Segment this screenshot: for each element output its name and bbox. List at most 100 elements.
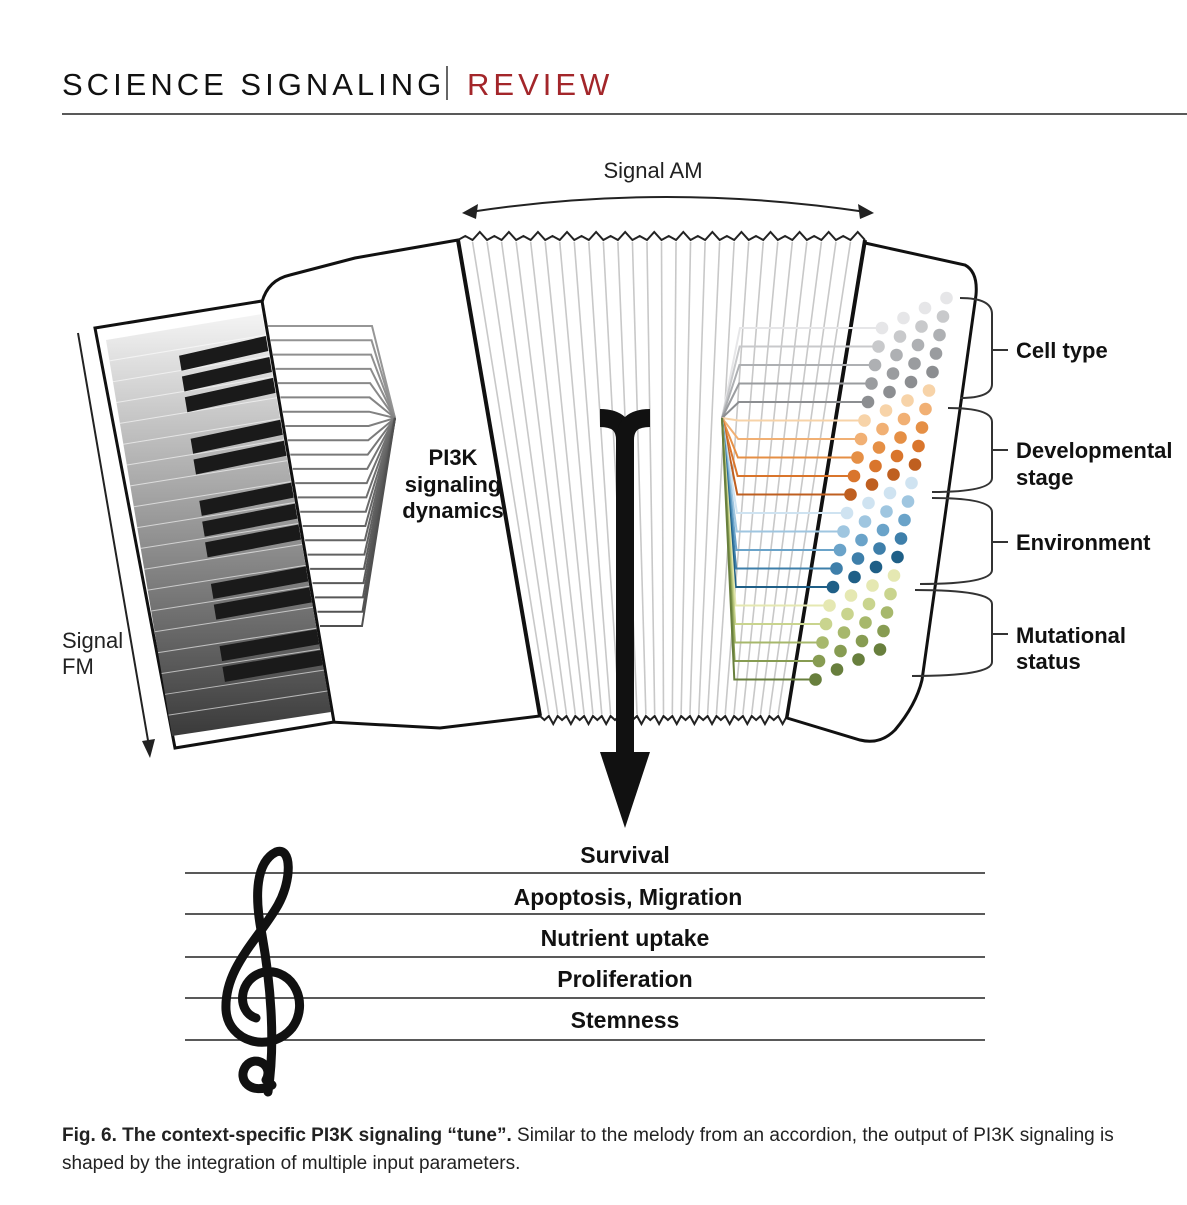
keyboard-signal-line [297, 417, 396, 499]
black-key [184, 377, 276, 413]
input-dot [852, 653, 865, 666]
center-label-line3: dynamics [402, 498, 504, 523]
left-body-outline [260, 238, 542, 730]
input-dot [830, 562, 843, 575]
bellows-top-edge [457, 230, 866, 242]
input-signal-line [721, 327, 876, 419]
center-label-line2: signaling [405, 472, 502, 497]
bellows-fold-line [515, 241, 577, 715]
bellows-fold-line [486, 241, 559, 715]
input-dot [880, 606, 894, 619]
output-survival: Survival [580, 842, 670, 868]
input-dot [859, 616, 872, 629]
input-signal-line [721, 417, 852, 459]
input-dot [844, 488, 857, 501]
bellows-fold-line [742, 241, 794, 715]
input-label-mutational-line1: Mutational [1016, 623, 1126, 648]
input-dot [898, 513, 911, 527]
keyboard-signal-line [272, 353, 396, 419]
input-dot [933, 328, 946, 342]
signal-fm-arrow [77, 332, 151, 753]
input-dot [894, 532, 908, 545]
input-dot [876, 422, 889, 436]
input-dot [837, 626, 851, 639]
output-stemness: Stemness [571, 1007, 680, 1033]
bellows-body [458, 240, 865, 718]
black-key [222, 650, 323, 682]
input-dot [883, 486, 897, 500]
keyboard-signal-line [320, 417, 396, 627]
input-dot [873, 643, 887, 656]
input-signal-line [721, 364, 869, 419]
input-signal-line [721, 401, 862, 419]
input-dot [826, 580, 840, 594]
black-key [179, 335, 269, 371]
white-key-divider [133, 481, 292, 508]
input-dot [865, 377, 878, 390]
input-dot [851, 552, 865, 565]
input-dot [872, 340, 885, 353]
input-dot [855, 634, 869, 648]
input-dot [830, 663, 844, 676]
black-keys [179, 335, 323, 682]
input-label-developmental-line2: stage [1016, 465, 1073, 490]
input-signal-line [721, 382, 866, 419]
input-dot [875, 321, 889, 335]
input-dot-grid [809, 291, 953, 686]
white-key-divider [126, 439, 284, 466]
input-dot [837, 525, 850, 538]
input-dot [879, 404, 893, 417]
output-apoptosis-migration: Apoptosis, Migration [514, 884, 743, 910]
input-signal-line [721, 417, 845, 496]
input-dot [891, 550, 904, 564]
bellows-fold-line [558, 241, 603, 715]
white-key-divider [119, 397, 277, 424]
bellows-left-edge [456, 239, 542, 717]
signal-am-arrow [469, 196, 867, 213]
input-dot [940, 291, 953, 305]
bellows-fold-line [588, 241, 621, 715]
white-key-divider [130, 460, 288, 487]
signal-fm-label-line2: FM [62, 654, 94, 679]
input-signal-line [721, 417, 855, 440]
input-dot [926, 365, 939, 379]
white-key-divider [109, 334, 266, 362]
bellows-fold-line [500, 241, 568, 715]
input-dot [834, 644, 847, 658]
right-input-fan [721, 327, 876, 681]
input-dot [915, 421, 929, 434]
input-dot [911, 338, 925, 352]
black-key [199, 482, 294, 516]
input-dot [918, 301, 932, 315]
bellows-fold-line [671, 241, 677, 715]
input-dot [872, 441, 886, 454]
bracket-environment [919, 497, 993, 585]
output-proliferation: Proliferation [557, 966, 692, 992]
keyboard-signal-line [300, 417, 396, 513]
bellows-fold-line [689, 241, 706, 715]
input-label-mutational-line2: status [1016, 649, 1081, 674]
input-signal-line [721, 417, 859, 422]
input-dot [858, 414, 871, 427]
bellows-fold-line [715, 241, 750, 715]
keyboard-signal-line [290, 417, 396, 456]
input-dot [908, 357, 921, 370]
input-dot [873, 542, 886, 555]
bellows-fold-line [660, 241, 665, 715]
bellows-fold-line [768, 241, 837, 715]
input-dot [833, 543, 847, 557]
input-dot [840, 506, 854, 520]
signal-fm-arrow-head [142, 739, 155, 758]
white-key-divider [161, 648, 321, 674]
input-dot [887, 569, 901, 582]
input-signal-line [721, 345, 873, 419]
input-dot [869, 560, 883, 574]
keyboard-signal-line [277, 382, 396, 419]
white-key-divider [140, 522, 299, 549]
input-dot [890, 449, 904, 463]
input-dot [901, 495, 915, 508]
bellows-fold-line [759, 241, 823, 715]
input-dot [877, 624, 890, 638]
